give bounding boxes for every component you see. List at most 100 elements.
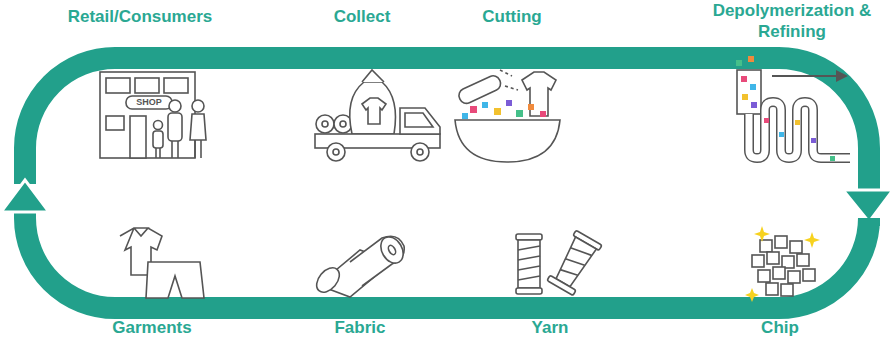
- shop-icon-part: [153, 131, 163, 148]
- truck-icon-part: [333, 149, 339, 155]
- stage-label: Collect: [302, 6, 422, 28]
- depolymerization-icon-part: [737, 70, 761, 114]
- depolymerization-icon-part: [749, 102, 850, 158]
- truck-icon-part: [362, 98, 386, 124]
- chip-icon-part: [760, 240, 772, 252]
- cycle-loop: [1, 58, 893, 308]
- chip-icon-part: [788, 271, 800, 283]
- chip-icon-part: [758, 270, 770, 282]
- chip-icon-part: [766, 283, 778, 295]
- yarn-icon-part-part: [547, 275, 576, 295]
- shop-icon-part: [155, 148, 157, 158]
- chip-icon-part: [803, 269, 815, 281]
- shop-icon-part: [171, 141, 173, 158]
- fabric-icon-part: [376, 233, 407, 267]
- cutting-icon-part: [516, 110, 523, 117]
- shop-icon-part: [130, 116, 146, 158]
- shop-icon-part: [164, 78, 188, 93]
- cutting-icon-part: [506, 100, 512, 106]
- loop-band: [25, 58, 869, 192]
- chip-icon-part: [754, 226, 770, 242]
- chip-icon-part: [745, 288, 759, 302]
- shop-sign-text: SHOP: [127, 97, 171, 109]
- loop-arrowhead: [1, 180, 49, 212]
- cutting-icon-part: [482, 102, 488, 108]
- truck-icon-part: [417, 149, 423, 155]
- yarn-icon-part-part: [560, 266, 578, 278]
- shop-icon-part: [190, 114, 206, 140]
- truck-icon-part: [322, 121, 328, 127]
- yarn-icon-part: [518, 240, 540, 288]
- chip-icon-part: [781, 284, 793, 296]
- shop-icon-part: [126, 96, 172, 109]
- shop-icon: [100, 72, 206, 158]
- stage-label: Depolymerization & Refining: [706, 0, 878, 43]
- shop-icon-part: [177, 141, 179, 158]
- fabric-icon-part: [387, 244, 397, 256]
- truck-icon: [315, 70, 440, 161]
- loop-band: [25, 210, 869, 308]
- shop-icon-part: [200, 140, 202, 158]
- depolymerization-icon-part: [742, 94, 748, 100]
- truck-icon-part: [405, 113, 433, 127]
- shop-icon-part: [100, 72, 195, 158]
- garments-icon-part: [146, 262, 204, 298]
- truck-icon-part: [362, 70, 384, 82]
- cutting-icon-part: [494, 108, 501, 115]
- depolymerization-icon-part: [748, 56, 754, 62]
- stage-label: Retail/Consumers: [40, 6, 240, 28]
- depolymerization-icon-part: [830, 156, 835, 161]
- cutting-icon-part: [505, 86, 518, 90]
- chip-icon-part: [804, 232, 820, 248]
- truck-icon-part: [340, 121, 346, 127]
- depolymerization-icon-part: [736, 60, 742, 66]
- yarn-icon-part: [518, 256, 540, 260]
- chip-icon: [745, 226, 820, 302]
- stage-label: Garments: [82, 317, 222, 339]
- cutting-icon-part: [457, 73, 503, 105]
- yarn-icon-part: [518, 266, 540, 270]
- truck-icon-part: [350, 82, 396, 134]
- cutting-icon-part: [522, 72, 556, 116]
- chip-icon-part: [790, 241, 802, 253]
- truck-icon-part: [400, 108, 440, 134]
- cutting-icon-part: [540, 111, 546, 117]
- yarn-icon-part: [516, 288, 542, 294]
- depolymerization-icon-part: [764, 118, 769, 123]
- cutting-icon-part: [455, 120, 560, 162]
- shop-icon-part: [168, 113, 182, 141]
- depolymerization-icon-part: [795, 120, 800, 125]
- shop-icon-part: [154, 121, 163, 130]
- shop-icon-part: [169, 100, 181, 112]
- cutting-icon-part: [462, 113, 468, 119]
- truck-icon-part: [411, 143, 429, 161]
- depolymerization-icon-part: [750, 84, 756, 90]
- chip-icon-part: [767, 252, 779, 264]
- shop-icon-part: [159, 148, 161, 158]
- yarn-icon: [516, 230, 602, 295]
- shop-icon-part: [135, 78, 159, 93]
- cutting-icon-part: [500, 70, 512, 76]
- stage-label: Cutting: [452, 6, 572, 28]
- garments-icon: [120, 228, 204, 298]
- cutting-icon-part: [470, 106, 477, 113]
- chip-icon-part: [797, 254, 809, 266]
- cutting-icon: [455, 70, 560, 162]
- chip-icon-part: [773, 267, 785, 279]
- cutting-icon-part: [528, 104, 534, 110]
- depolymerization-icon-part: [749, 102, 850, 158]
- fabric-icon: [312, 233, 408, 297]
- yarn-icon-part: [547, 230, 602, 295]
- yarn-icon-part: [518, 246, 540, 250]
- loop-arrowhead: [843, 190, 893, 222]
- shop-icon-part: [194, 140, 196, 158]
- stage-label: Fabric: [300, 317, 420, 339]
- depolymerization-icon: [736, 56, 850, 161]
- depolymerization-icon-part: [811, 138, 816, 143]
- depolymerization-icon-part: [779, 132, 784, 137]
- depolymerization-icon-part: [741, 76, 747, 82]
- yarn-icon-part-part: [570, 244, 591, 258]
- stage-label: Yarn: [490, 317, 610, 339]
